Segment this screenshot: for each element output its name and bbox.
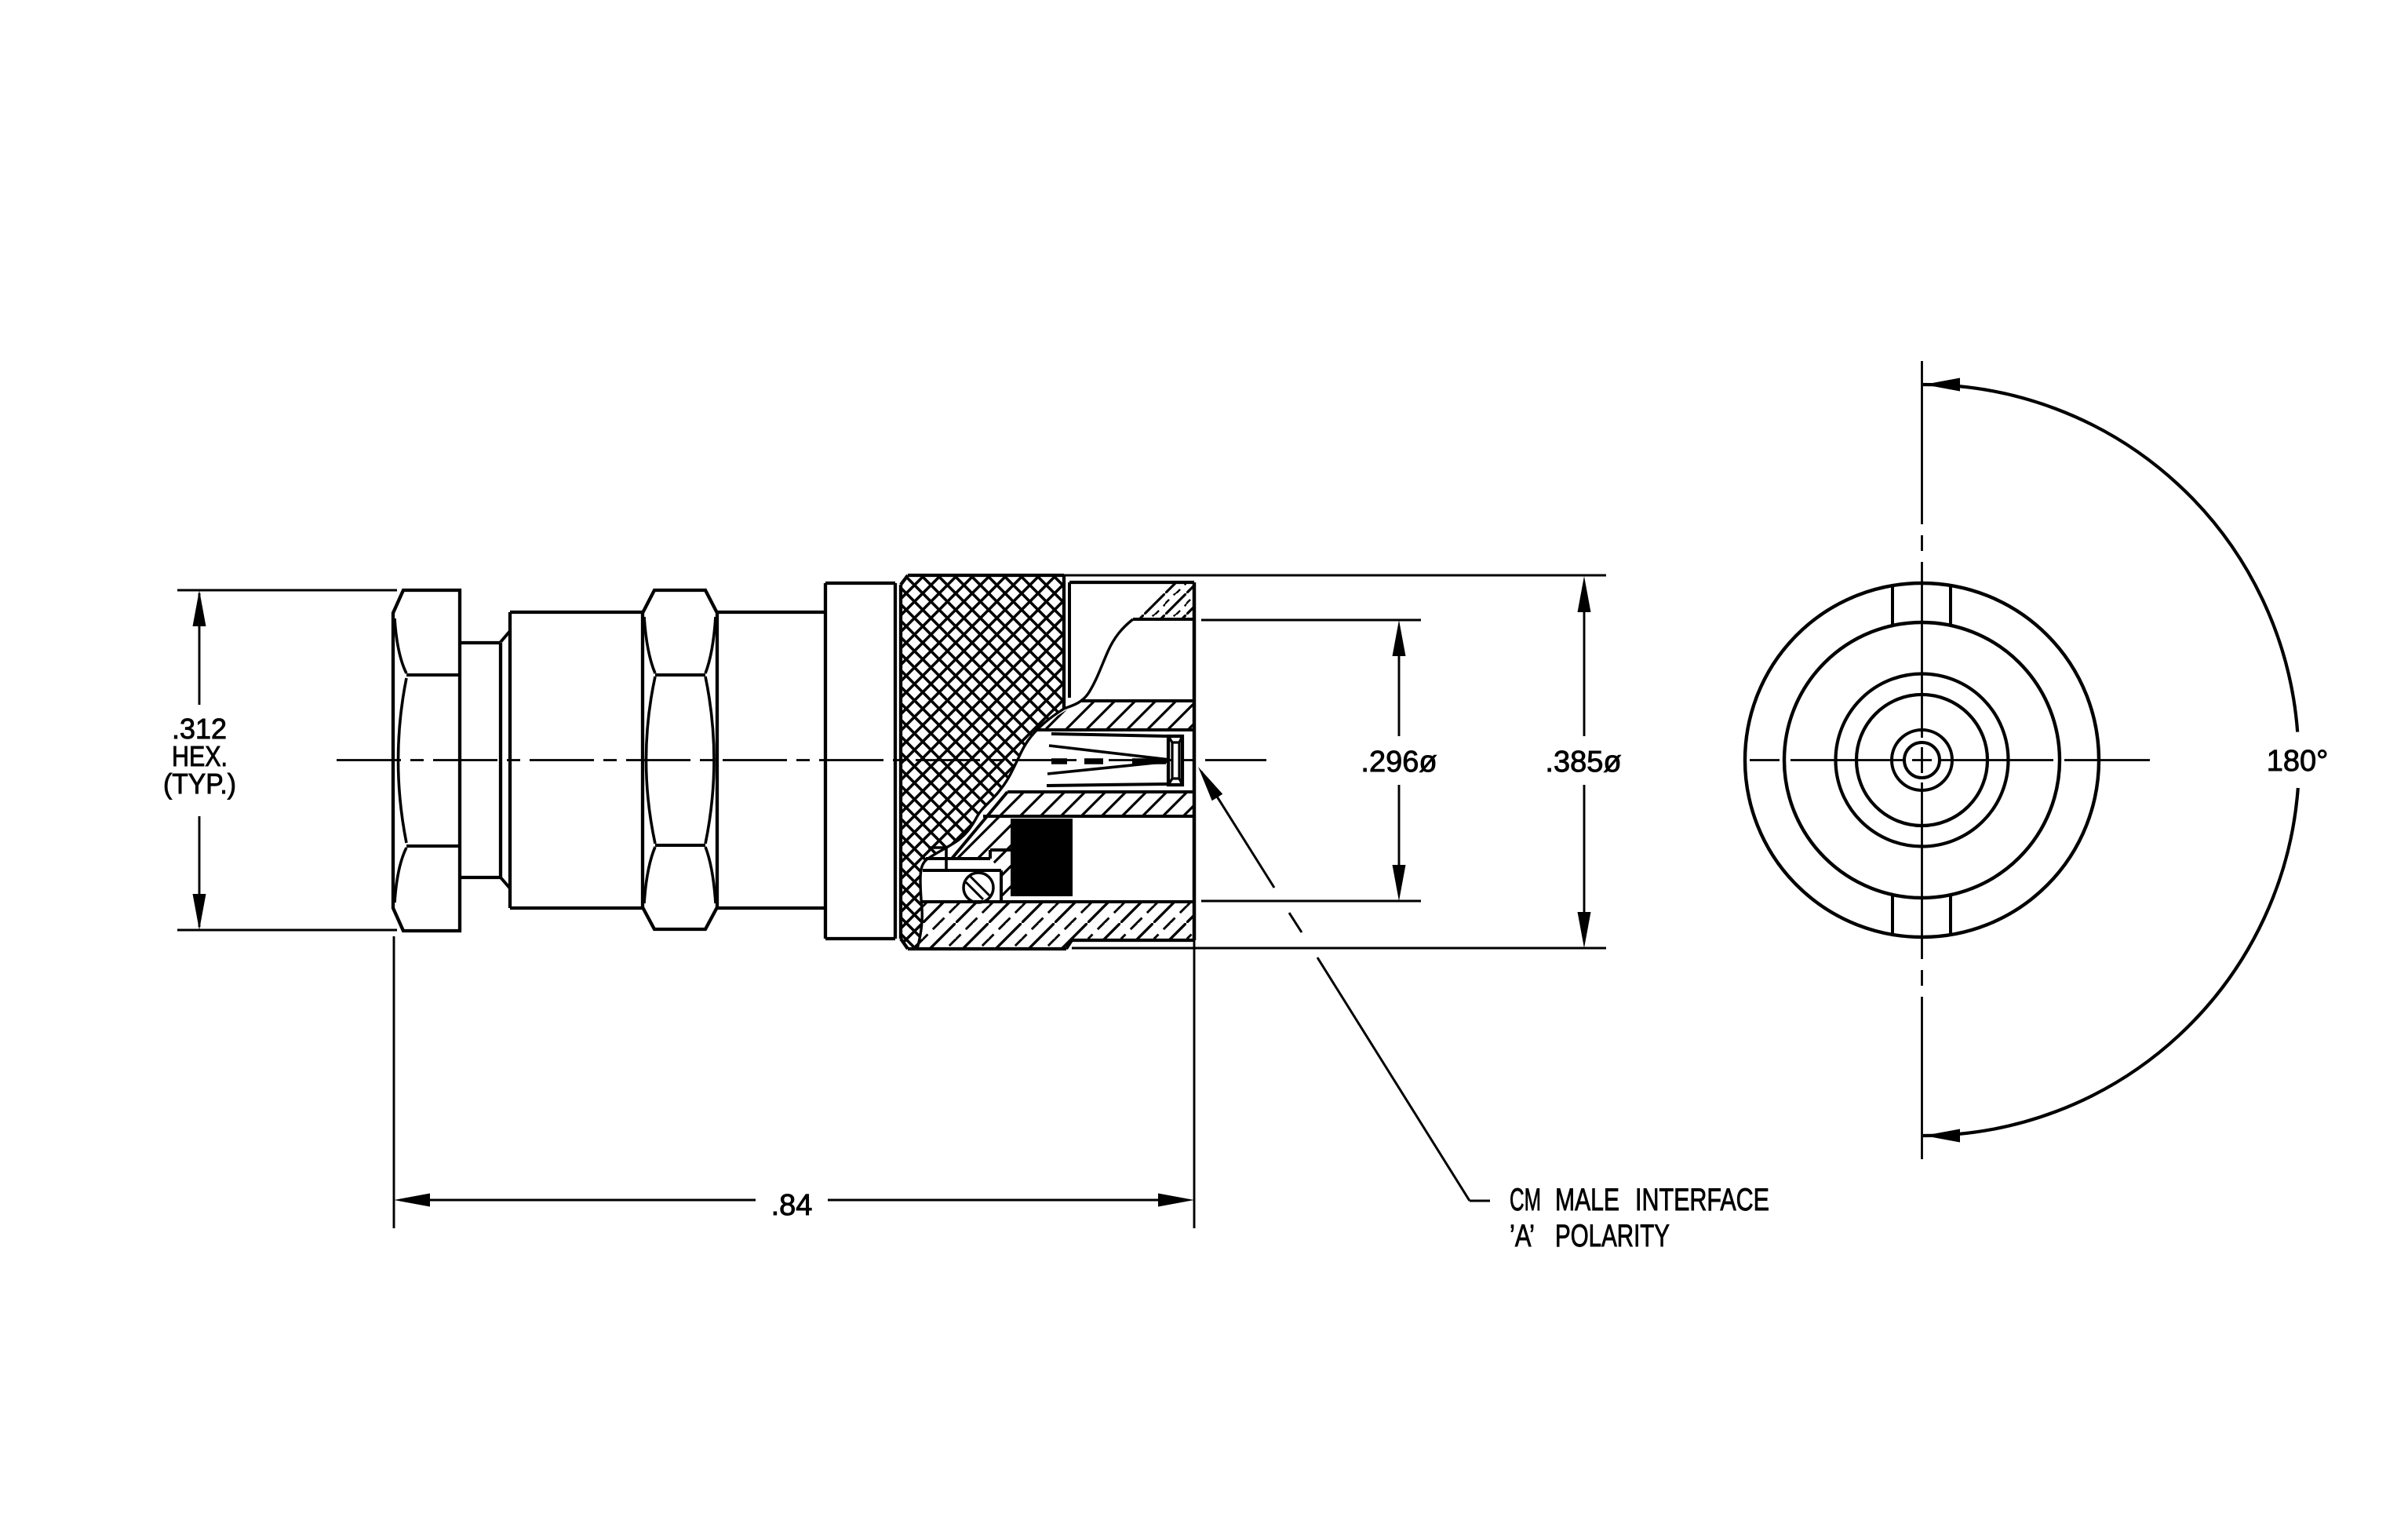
svg-text:INTERFACE: INTERFACE bbox=[1635, 1183, 1769, 1217]
svg-text:.296ø: .296ø bbox=[1361, 746, 1437, 779]
svg-text:180°: 180° bbox=[2267, 745, 2329, 778]
svg-text:.84: .84 bbox=[771, 1189, 813, 1222]
svg-text:’A’: ’A’ bbox=[1510, 1219, 1535, 1253]
svg-text:.312: .312 bbox=[172, 713, 227, 745]
svg-text:POLARITY: POLARITY bbox=[1555, 1219, 1670, 1253]
svg-text:HEX.: HEX. bbox=[172, 740, 228, 772]
svg-text:MALE: MALE bbox=[1555, 1183, 1619, 1217]
svg-text:(TYP.): (TYP.) bbox=[163, 768, 236, 800]
svg-text:.385ø: .385ø bbox=[1545, 746, 1621, 779]
svg-text:CM: CM bbox=[1510, 1183, 1541, 1217]
